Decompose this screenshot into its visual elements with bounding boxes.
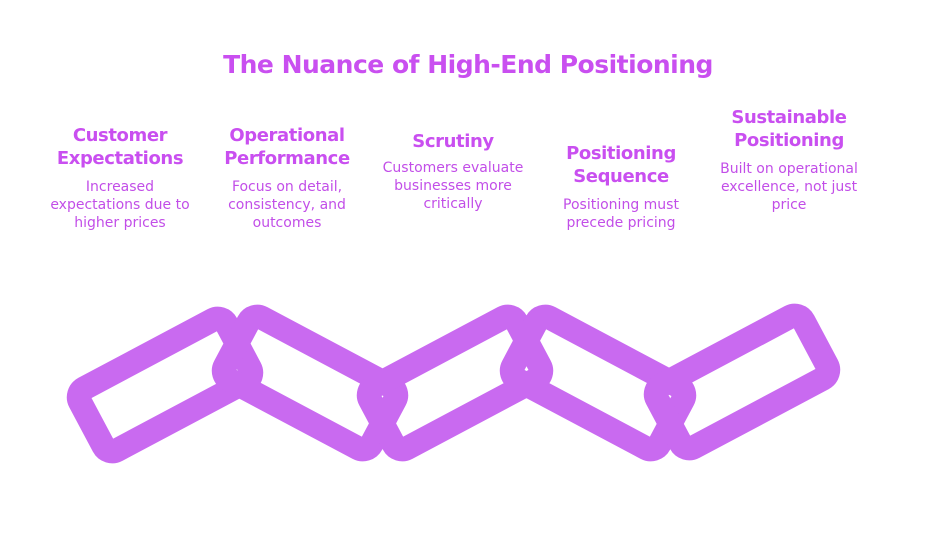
- item-customer-expectations: Customer Expectations Increased expectat…: [45, 124, 195, 232]
- item-heading: Scrutiny: [412, 131, 494, 152]
- item-operational-performance: Operational Performance Focus on detail,…: [212, 124, 362, 232]
- item-description: Focus on detail, consistency, and outcom…: [228, 179, 346, 231]
- item-sustainable-positioning: Sustainable Positioning Built on operati…: [714, 106, 864, 214]
- item-scrutiny: Scrutiny Customers evaluate businesses m…: [378, 130, 528, 213]
- diagram-title: The Nuance of High-End Positioning: [223, 50, 713, 79]
- item-heading: Positioning Sequence: [566, 143, 676, 187]
- item-positioning-sequence: Positioning Sequence Positioning must pr…: [546, 142, 696, 232]
- item-heading: Customer Expectations: [56, 125, 184, 169]
- item-description: Built on operational excellence, not jus…: [720, 161, 858, 213]
- chain-link-5: [643, 303, 841, 461]
- item-heading: Operational Performance: [224, 125, 350, 169]
- item-heading: Sustainable Positioning: [731, 107, 847, 151]
- item-description: Customers evaluate businesses more criti…: [382, 160, 524, 212]
- item-description: Increased expectations due to higher pri…: [50, 179, 190, 231]
- item-description: Positioning must precede pricing: [563, 197, 679, 231]
